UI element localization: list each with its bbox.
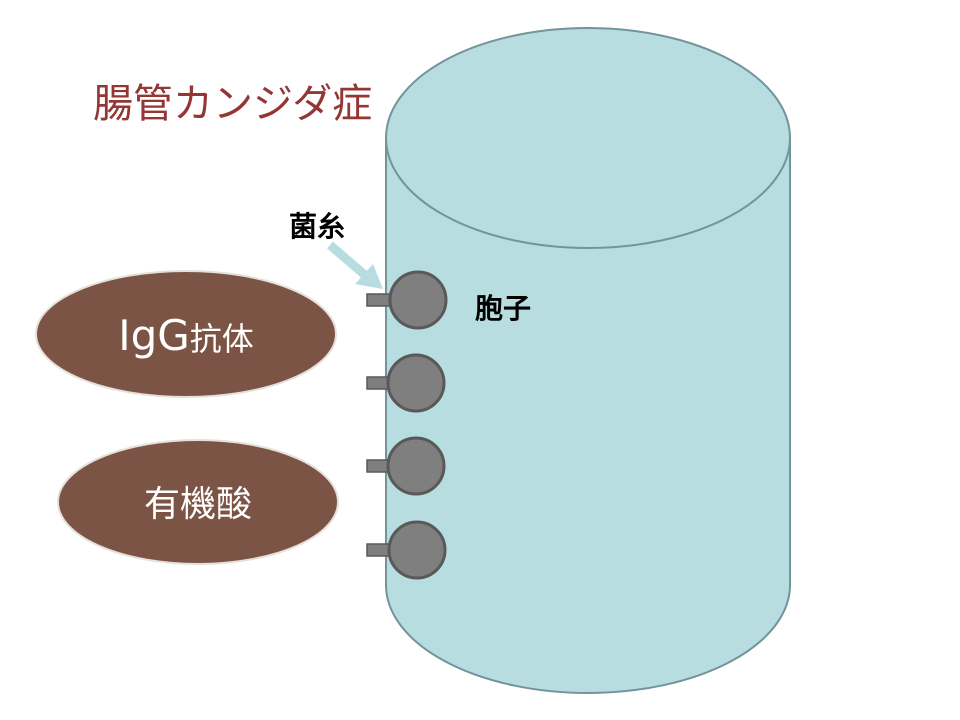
organic-acid-ellipse: 有機酸 bbox=[57, 439, 339, 565]
organic-acid-label: 有機酸 bbox=[144, 484, 252, 525]
page-title: 腸管カンジダ症 bbox=[93, 81, 372, 127]
intestine-cylinder bbox=[385, 27, 791, 694]
hypha-arrow-icon bbox=[327, 241, 383, 289]
spore bbox=[388, 270, 448, 330]
cylinder-body bbox=[385, 137, 791, 694]
spore bbox=[386, 353, 446, 413]
igg-prefix: IgG bbox=[118, 311, 190, 360]
spore-group bbox=[366, 270, 448, 580]
spore-label: 胞子 bbox=[474, 292, 531, 325]
hypha-stub bbox=[366, 543, 392, 557]
hypha-label: 菌糸 bbox=[289, 210, 345, 243]
spore bbox=[386, 436, 446, 496]
cylinder-top bbox=[385, 27, 791, 249]
igg-antibody-label: IgG抗体 bbox=[118, 311, 254, 360]
spore bbox=[387, 520, 447, 580]
igg-antibody-ellipse: IgG抗体 bbox=[35, 270, 337, 398]
igg-suffix: 抗体 bbox=[190, 320, 254, 358]
